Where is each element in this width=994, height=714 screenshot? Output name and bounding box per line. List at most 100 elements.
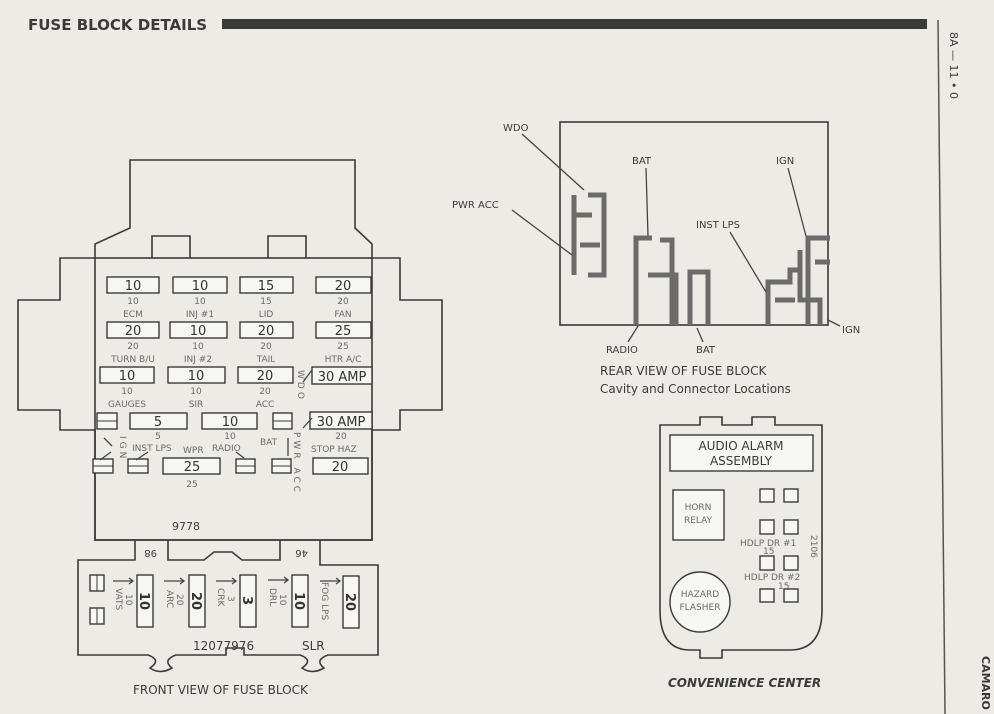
- audio-alarm-assembly: [669, 434, 814, 472]
- fuse-value: 10: [188, 369, 205, 384]
- wpr-label: WPR: [183, 446, 204, 456]
- fuse-rating: 10: [121, 387, 133, 397]
- circuit-breaker-pwr-acc: 30 AMP: [317, 415, 366, 430]
- fuse-rating: 10: [192, 342, 204, 352]
- rear-inst-lps-label: INST LPS: [696, 220, 740, 231]
- fuse-name: TAIL: [256, 355, 276, 365]
- fuse-name: INJ #1: [186, 310, 214, 320]
- fuse-rating: 10: [190, 387, 202, 397]
- fuse-rating: 10: [277, 594, 287, 606]
- page-title: FUSE BLOCK DETAILS: [28, 16, 207, 34]
- fuse-name: HTR A/C: [325, 355, 362, 365]
- title-rule: [222, 19, 927, 29]
- fuse-name: FOG LPS: [319, 582, 329, 621]
- fuse-value: 10: [192, 279, 209, 294]
- lower-fuse-arc: 20 ARC 20: [164, 574, 206, 628]
- lower-fuse-vats: 10 VATS 10: [113, 574, 154, 628]
- fuse-rows: 10 10 ECM 10 10 INJ #1 15 15 LID 20 20 F…: [92, 276, 373, 533]
- fuse-rating: 20: [174, 594, 184, 606]
- fuse-name: ARC: [164, 590, 174, 608]
- fuse-value: 20: [335, 279, 352, 294]
- wdo-label: WDO: [295, 370, 305, 402]
- horn-relay-label: HORN: [685, 503, 712, 513]
- fuse-name: ECM: [123, 310, 143, 320]
- fuse-name: SIR: [189, 400, 204, 410]
- stop-haz-label: STOP HAZ: [311, 445, 357, 455]
- fuse-value: 20: [257, 369, 274, 384]
- fuse-rating: 10: [224, 432, 236, 442]
- hazard-flasher: [669, 571, 731, 633]
- fuse-value: 20: [342, 593, 357, 611]
- lower-suffix: SLR: [302, 639, 325, 653]
- fuse-name: TURN B/U: [110, 355, 155, 365]
- fuse-value: 20: [188, 592, 203, 610]
- lower-right-code: 46: [295, 547, 308, 558]
- fuse-value: 10: [190, 324, 207, 339]
- fuse-name: DRL: [267, 588, 277, 606]
- fuse-row-1: 10 10 ECM 10 10 INJ #1 15 15 LID 20 20 F…: [106, 276, 372, 320]
- rear-view-subcaption: Cavity and Connector Locations: [600, 382, 791, 396]
- fuse-name: VATS: [113, 588, 123, 611]
- hazard-flasher-label: HAZARD: [681, 590, 720, 600]
- rear-view-outline: [559, 121, 829, 326]
- lower-block-outline: [77, 540, 379, 673]
- audio-alarm-label-2: ASSEMBLY: [710, 454, 773, 468]
- circuit-breaker-wdo: 30 AMP: [318, 370, 367, 385]
- fuse-rating: 20: [127, 342, 139, 352]
- fuse-row-2: 20 20 TURN B/U 10 10 INJ #2 20 20 TAIL 2…: [106, 321, 372, 365]
- inst-lps-label: INST LPS: [132, 444, 172, 454]
- fuse-name: INJ #2: [184, 355, 212, 365]
- hdlp-dr1-rating: 15: [763, 547, 774, 557]
- lower-part-number: 12077976: [193, 639, 254, 653]
- fuse-rating: 25: [186, 480, 197, 490]
- fuse-value: 25: [335, 324, 352, 339]
- fuse-name: GAUGES: [108, 400, 146, 410]
- fuse-value: 10: [125, 279, 142, 294]
- hdlp-dr1-label: HDLP DR #1: [740, 539, 796, 549]
- top-tabs: [151, 235, 307, 258]
- fuse-rating: 15: [260, 297, 271, 307]
- fuse-rating: 5: [155, 432, 161, 442]
- horn-relay: [672, 489, 725, 541]
- fuse-rating: 20: [260, 342, 272, 352]
- fuse-rating: 3: [225, 596, 235, 602]
- fuse-value: 10: [136, 592, 151, 610]
- hdlp-dr2-rating: 15: [778, 582, 789, 592]
- convenience-center-caption: CONVENIENCE CENTER: [668, 676, 821, 690]
- fuse-name: LID: [259, 310, 274, 320]
- fuse-value: 5: [154, 415, 162, 430]
- convenience-center-outline: [659, 416, 823, 659]
- fuse-rating: 25: [337, 342, 348, 352]
- fuse-name: CRK: [215, 588, 225, 608]
- fuse-panel: [94, 257, 373, 541]
- fuse-rating: 20: [335, 432, 347, 442]
- fuse-value: 10: [119, 369, 136, 384]
- fuse-block-outline: [17, 159, 443, 541]
- fuse-rating: 20: [337, 297, 349, 307]
- fuse-row-4: 5 5 10 10 30 AMP 20: [96, 411, 373, 442]
- convenience-code: 2106: [808, 535, 818, 558]
- rear-pwr-acc-label: PWR ACC: [452, 200, 499, 211]
- fuse-value: 10: [291, 592, 306, 610]
- fuse-rating: 10: [127, 297, 139, 307]
- fuse-name: FAN: [334, 310, 351, 320]
- page-ref: 8A — 11 • 0: [947, 32, 960, 99]
- horn-relay-label-2: RELAY: [684, 516, 713, 526]
- lower-fuse-crk: 3 CRK 3: [215, 574, 257, 628]
- fuse-value: 10: [222, 415, 239, 430]
- part-number: 9778: [172, 520, 200, 533]
- fuse-row-5: 25 25 20: [92, 457, 369, 490]
- fuse-value: 20: [258, 324, 275, 339]
- fuse-rating: 10: [123, 594, 133, 606]
- rear-ign-right-label: IGN: [842, 325, 860, 336]
- rear-radio-label: RADIO: [606, 345, 638, 356]
- fuse-name: ACC: [256, 400, 275, 410]
- lower-fuses: 10 VATS 10 20 ARC 20 3 CRK 3 10 DRL 10 2…: [113, 574, 360, 629]
- rear-bat-top-label: BAT: [632, 156, 652, 167]
- fuse-value: 3: [239, 596, 254, 605]
- fuse-rating: 10: [194, 297, 206, 307]
- fuse-value: 20: [332, 460, 349, 475]
- rear-bat-bottom-label: BAT: [696, 345, 716, 356]
- fuse-value: 25: [184, 460, 201, 475]
- hdlp-dr2-label: HDLP DR #2: [744, 573, 800, 583]
